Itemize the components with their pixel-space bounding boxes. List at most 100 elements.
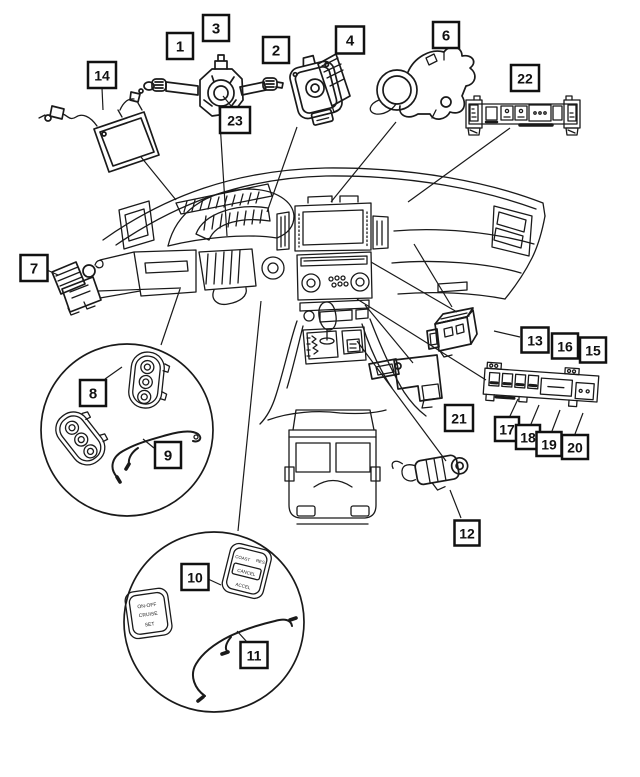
- callout-19[interactable]: 19: [535, 430, 563, 458]
- console-rear-view: [284, 409, 381, 525]
- callout-12[interactable]: 12: [453, 519, 481, 547]
- leader-line: [140, 156, 177, 201]
- callout-number: 8: [89, 386, 97, 403]
- callout-box[interactable]: [153, 440, 183, 470]
- leader-line: [46, 269, 59, 276]
- callout-number: 4: [346, 33, 355, 50]
- callout-box[interactable]: [239, 640, 269, 670]
- callout-box[interactable]: [560, 433, 590, 461]
- cruise-pad-right-coast: COAST: [235, 554, 251, 563]
- cruise-pad-left-line-1: ON-OFF: [137, 602, 157, 611]
- callout-8[interactable]: 8: [78, 378, 108, 408]
- cruise-pad-right-cancel: CANCEL: [237, 568, 257, 577]
- callout-number: 7: [30, 261, 38, 278]
- callout-1[interactable]: 1: [165, 31, 195, 61]
- callout-22[interactable]: 22: [509, 63, 541, 93]
- detail-circle-8-9: [40, 343, 214, 517]
- callout-7[interactable]: 7: [19, 253, 49, 283]
- callout-box[interactable]: [165, 31, 195, 61]
- callout-15[interactable]: 15: [578, 336, 608, 364]
- leader-line: [356, 298, 487, 381]
- callout-number: 9: [164, 448, 172, 465]
- callout-14[interactable]: 14: [86, 60, 118, 90]
- callout-box[interactable]: [19, 253, 49, 283]
- callout-box[interactable]: [86, 60, 118, 90]
- leader-line: [530, 404, 540, 425]
- cruise-pad-left-line-3: SET: [144, 621, 154, 628]
- callout-box[interactable]: [453, 519, 481, 547]
- leader-lines: [46, 87, 584, 643]
- leader-line: [364, 304, 414, 364]
- leader-line: [207, 578, 222, 586]
- leader-line: [574, 412, 584, 435]
- part-multifunction-switch: [143, 54, 284, 117]
- part-bracket-21: [368, 354, 443, 409]
- part-clockspring: [289, 54, 343, 126]
- part-sensor-4: [317, 53, 351, 113]
- callout-6[interactable]: 6: [431, 20, 461, 50]
- leader-line: [237, 300, 262, 532]
- callout-box[interactable]: [218, 105, 252, 135]
- leader-line: [101, 87, 104, 111]
- leader-line: [236, 630, 248, 643]
- leader-line: [407, 127, 511, 203]
- part-switch-7: [51, 259, 104, 316]
- callout-box[interactable]: [509, 63, 541, 93]
- callout-box[interactable]: [201, 13, 231, 43]
- callout-number: 1: [176, 39, 184, 56]
- callout-3[interactable]: 3: [201, 13, 231, 43]
- cruise-pad-right-res: RES: [255, 558, 265, 565]
- callout-number: 11: [247, 648, 262, 664]
- callout-box[interactable]: [578, 336, 608, 364]
- callout-box[interactable]: [78, 378, 108, 408]
- leader-line: [104, 366, 123, 380]
- callout-number: 15: [585, 343, 601, 359]
- callout-number: 19: [541, 437, 557, 453]
- detail-circle-10-11: ON-OFF CRUISE SET COAST RES CANCEL ACCEL: [123, 531, 305, 713]
- callout-number: 2: [272, 43, 280, 60]
- callout-23[interactable]: 23: [218, 105, 252, 135]
- callout-16[interactable]: 16: [550, 332, 580, 360]
- callout-11[interactable]: 11: [239, 640, 269, 670]
- part-switch-strip-22: [465, 95, 581, 136]
- callout-number: 3: [212, 21, 220, 38]
- part-module-14: [38, 88, 160, 173]
- cruise-pad-left-line-2: CRUISE: [138, 611, 158, 620]
- part-switch-strip-17-20: [482, 361, 600, 408]
- leader-line: [356, 340, 447, 462]
- callout-number: 12: [459, 526, 475, 542]
- callout-box[interactable]: [550, 332, 580, 360]
- dashboard-drawing: [99, 167, 546, 425]
- callout-number: 22: [517, 71, 533, 87]
- leader-line: [413, 243, 453, 308]
- part-switch-12: [391, 454, 469, 491]
- leader-line: [449, 489, 462, 519]
- callout-10[interactable]: 10: [180, 562, 210, 592]
- callout-box[interactable]: [261, 35, 291, 65]
- cruise-pad-left: ON-OFF CRUISE SET: [124, 587, 173, 640]
- callout-box[interactable]: [431, 20, 461, 50]
- cruise-pad-right-accel: ACCEL: [235, 582, 252, 591]
- callout-box[interactable]: [334, 25, 366, 55]
- leader-line: [509, 398, 519, 417]
- callout-box[interactable]: [520, 326, 550, 354]
- switch-pod-upper: [128, 351, 171, 409]
- callout-number: 17: [499, 422, 515, 438]
- callout-number: 23: [227, 113, 243, 129]
- callout-number: 14: [94, 68, 110, 84]
- callout-2[interactable]: 2: [261, 35, 291, 65]
- callout-box[interactable]: [180, 562, 210, 592]
- callout-box[interactable]: [443, 403, 475, 433]
- callout-21[interactable]: 21: [443, 403, 475, 433]
- callout-number: 18: [520, 430, 536, 446]
- leader-line: [266, 126, 298, 213]
- callout-number: 21: [451, 411, 467, 427]
- switch-pod-lower: [55, 411, 109, 466]
- callout-4[interactable]: 4: [334, 25, 366, 55]
- callout-13[interactable]: 13: [520, 326, 550, 354]
- callout-number: 20: [567, 440, 583, 456]
- callout-9[interactable]: 9: [153, 440, 183, 470]
- callout-20[interactable]: 20: [560, 433, 590, 461]
